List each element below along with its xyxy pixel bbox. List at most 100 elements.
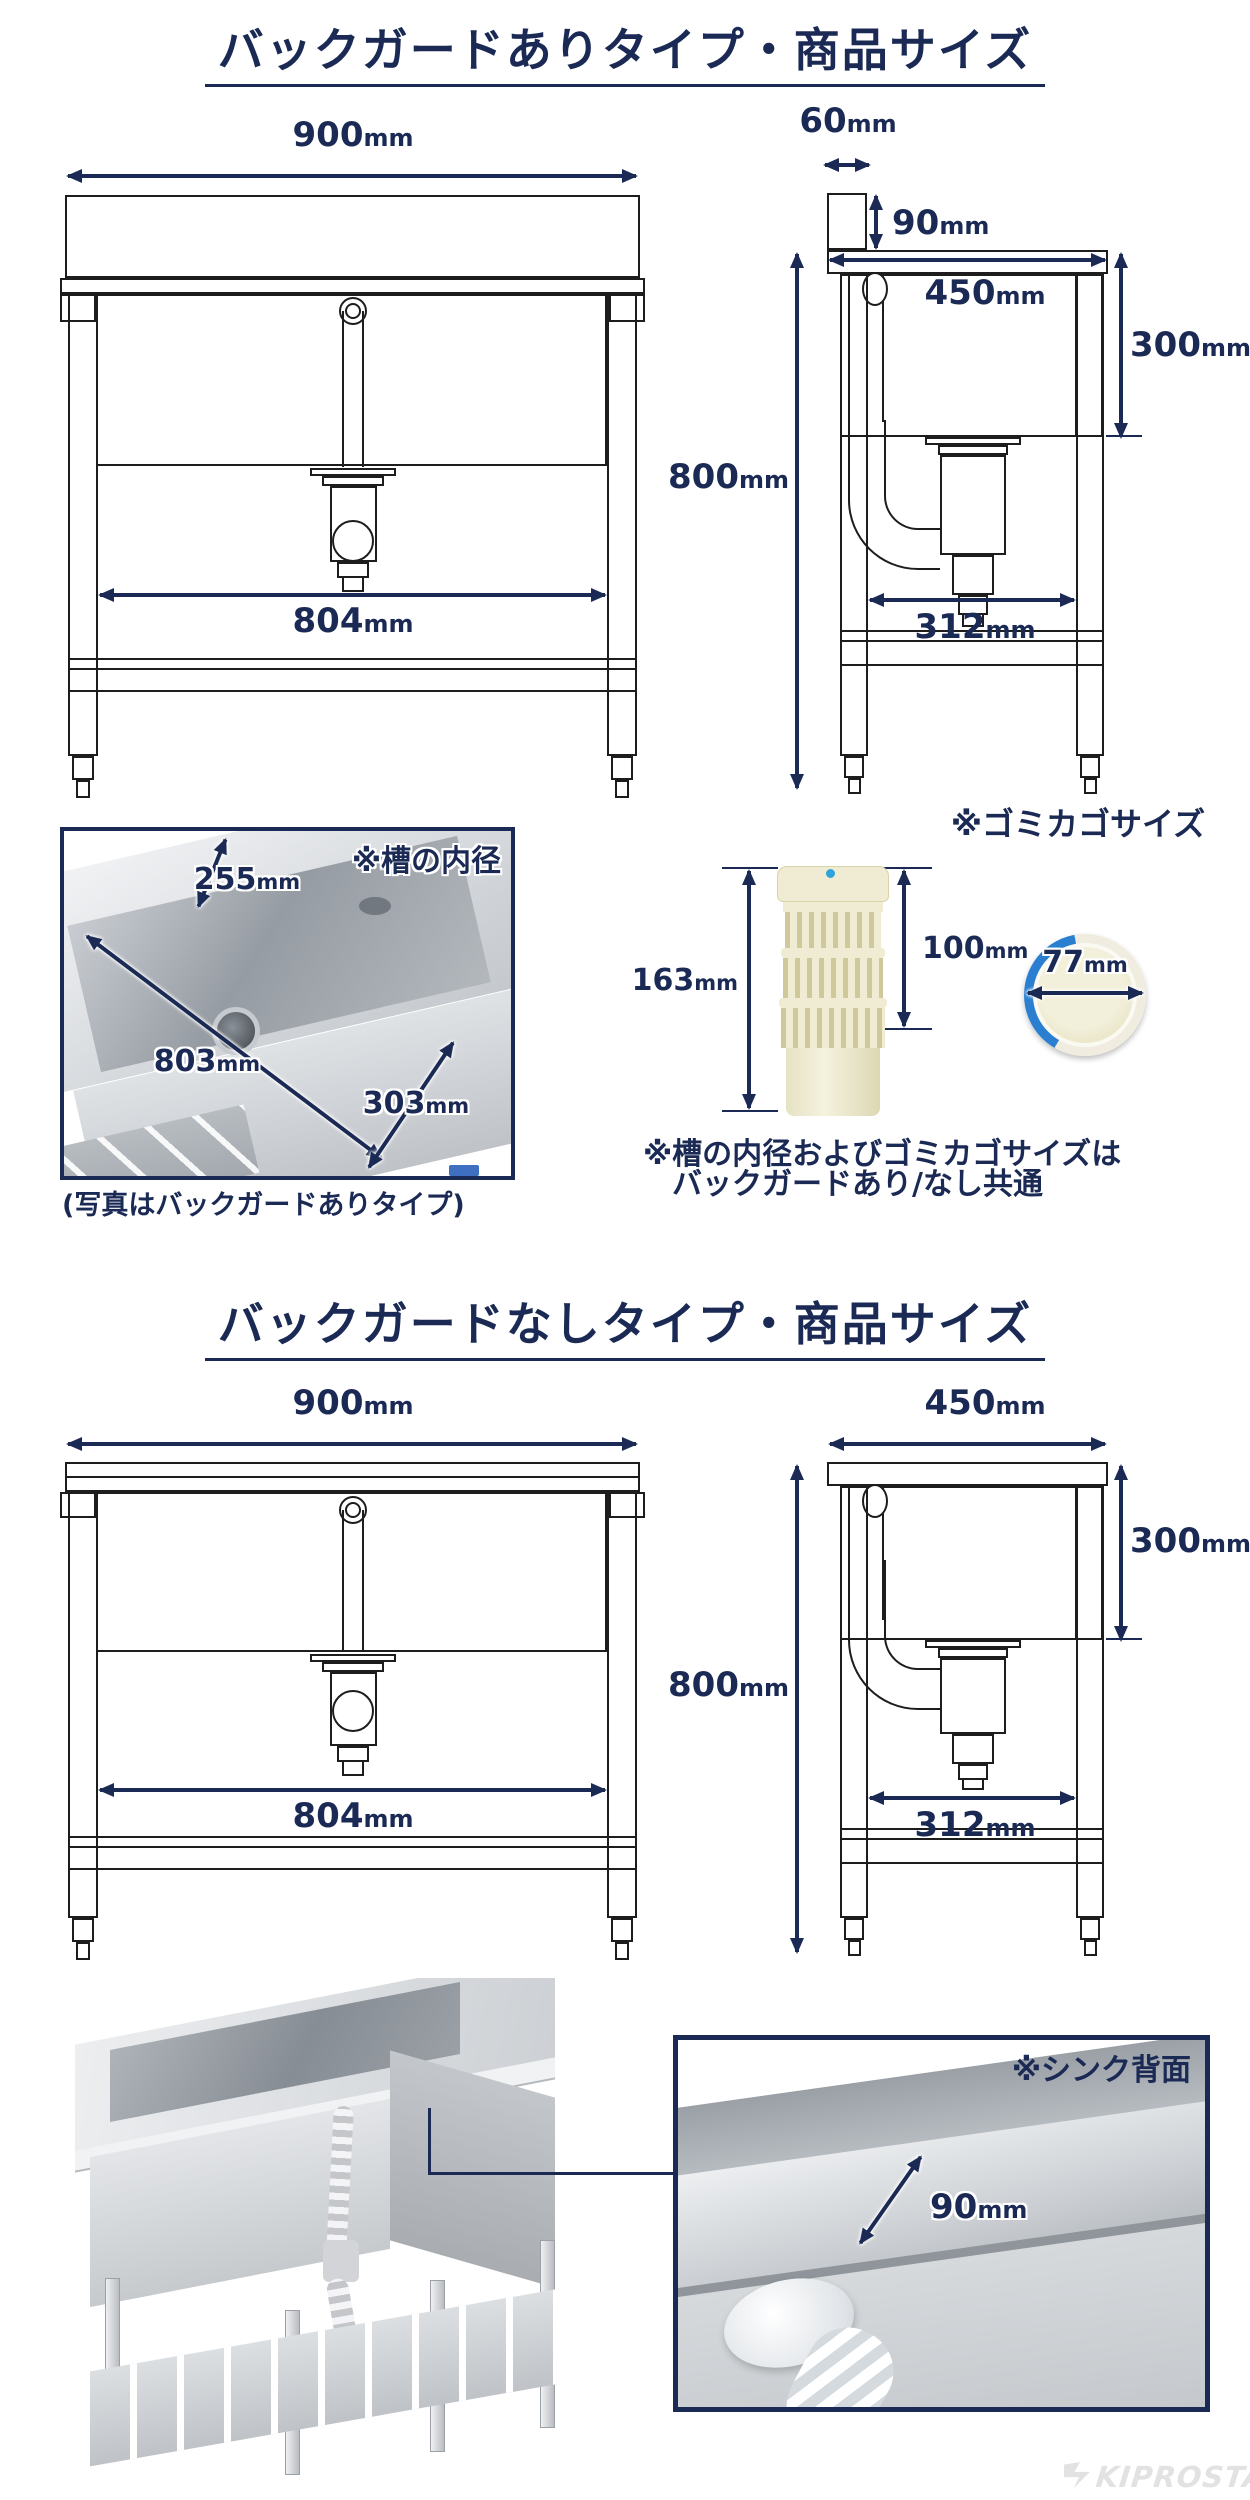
strainer-neck	[783, 902, 883, 912]
dim-front2-width: 900mm	[292, 1383, 414, 1423]
dim-side1-depth: 450mm	[924, 273, 1046, 313]
front2-left-foot	[72, 1918, 94, 1942]
basket-note-line2: バックガードあり/なし共通	[672, 1167, 1043, 1202]
front2-left-leg	[68, 1492, 98, 1918]
render-side-panel	[390, 2050, 555, 2288]
dim-side1-bowl-depth: 300mm	[1130, 325, 1250, 365]
dim-side2-depth: 450mm	[924, 1383, 1046, 1423]
side1-height-arrow	[790, 252, 804, 790]
strainer-slot-band-2	[783, 958, 883, 998]
side1-bowl-depth-tick	[1106, 435, 1142, 437]
sink-interior-photo: ※槽の内径 255mm 803mm 303mm	[60, 827, 515, 1180]
side1-front-foot	[844, 756, 864, 778]
side2-drain-flange	[925, 1640, 1021, 1648]
side2-front-foot	[844, 1918, 864, 1940]
dim-side1-legspan: 312mm	[914, 607, 1036, 647]
front1-backguard	[65, 195, 640, 278]
side2-front-foot-tip	[848, 1940, 861, 1956]
side1-trap-body	[940, 455, 1006, 555]
dim-front1-inner: 804mm	[292, 601, 414, 641]
side2-depth-arrow	[828, 1437, 1107, 1451]
render-trap	[323, 2240, 359, 2282]
side2-outlet-tip	[962, 1778, 984, 1790]
side2-front-leg	[840, 1486, 868, 1918]
front1-faucet-hole-inner	[345, 303, 361, 319]
front2-brace-line	[70, 1846, 635, 1848]
side1-back-foot-tip	[1084, 778, 1097, 794]
side2-brace-line	[842, 1838, 1102, 1840]
kiprostar-logo-icon	[1064, 2462, 1090, 2488]
side1-trap-lower	[952, 555, 994, 595]
front2-drain-flange	[310, 1654, 396, 1662]
side1-brace	[840, 630, 1104, 666]
front1-top-rim	[60, 278, 645, 294]
front1-left-foot-tip	[76, 780, 90, 798]
front2-tabletop-line	[67, 1476, 638, 1478]
front2-right-foot	[611, 1918, 633, 1942]
dim-front2-inner: 804mm	[292, 1796, 414, 1836]
section1-title-underline	[205, 84, 1045, 87]
side1-brace-line	[842, 640, 1102, 642]
side1-drain-collar	[938, 445, 1008, 455]
basket-tick-mid-right	[878, 1028, 932, 1030]
side1-legspan-arrow	[868, 593, 1076, 607]
basket-note-line1: ※槽の内径およびゴミカゴサイズは	[643, 1137, 1122, 1172]
side1-overflow-curve-inner	[884, 420, 940, 530]
front2-drain-collar	[322, 1662, 384, 1672]
side1-back-leg	[1076, 274, 1104, 756]
front1-drain-flange	[310, 468, 396, 476]
side2-bowl-depth-arrow	[1114, 1464, 1128, 1642]
side2-trap-body	[940, 1658, 1006, 1734]
strainer-blue-dot	[826, 869, 835, 878]
dim-side1-height: 800mm	[668, 457, 789, 497]
dim-side1-bg-height: 90mm	[892, 203, 990, 243]
front1-right-leg	[607, 294, 637, 756]
section1-title: バックガードありタイプ・商品サイズ	[217, 23, 1033, 77]
section2-title-underline	[205, 1358, 1045, 1361]
basket-tick-top-left	[722, 867, 778, 869]
front2-brace	[68, 1836, 637, 1870]
side2-trap-lower	[952, 1734, 994, 1764]
side2-tabletop	[827, 1462, 1108, 1486]
dim-photo2-back: 90mm	[930, 2187, 1028, 2227]
front1-left-foot	[72, 756, 94, 780]
strainer-slot-band-1	[785, 912, 881, 948]
photo1-brand-sticker	[449, 1165, 479, 1176]
front2-right-foot-tip	[615, 1942, 629, 1960]
front1-outlet-tip	[342, 576, 364, 592]
front2-left-foot-tip	[76, 1942, 90, 1960]
side1-front-foot-tip	[848, 778, 861, 794]
basket-dia-arrow	[1026, 986, 1144, 1000]
dim-basket-upper: 100mm	[922, 931, 1029, 966]
side2-back-foot-tip	[1084, 1940, 1097, 1956]
dim-basket-height: 163mm	[631, 963, 738, 998]
callout-line-horizontal	[428, 2172, 676, 2175]
dim-side1-bg-depth: 60mm	[799, 101, 897, 141]
strainer-ring-1	[781, 948, 885, 958]
side1-outlet-tip	[962, 613, 984, 627]
front1-right-foot	[611, 756, 633, 780]
side1-bg-depth-arrow	[823, 158, 871, 172]
basket-tick-bottom-left	[722, 1110, 778, 1112]
front2-trap-circle	[332, 1690, 374, 1732]
dim-side2-legspan: 312mm	[914, 1805, 1036, 1845]
side1-bowl-depth-arrow	[1114, 252, 1128, 439]
front1-brace-line	[70, 668, 635, 670]
basket-height-arrow	[742, 869, 756, 1110]
dim-photo1-width: 255mm	[193, 862, 301, 897]
front1-left-leg	[68, 294, 98, 756]
front2-width-arrow	[66, 1437, 638, 1451]
front1-inner-arrow	[98, 588, 607, 602]
render-under-shelf	[90, 2288, 560, 2467]
front1-brace	[68, 658, 637, 692]
side1-back-foot	[1080, 756, 1100, 778]
front2-right-leg	[607, 1492, 637, 1918]
side2-drain-collar	[938, 1648, 1008, 1658]
photo1-label: ※槽の内径	[351, 844, 501, 879]
side2-bowl-depth-tick	[1106, 1638, 1142, 1640]
dim-side2-height: 800mm	[668, 1665, 789, 1705]
dim-basket-dia: 77mm	[1042, 945, 1128, 980]
side2-back-leg	[1076, 1486, 1104, 1918]
photo2-label: ※シンク背面	[1011, 2053, 1191, 2088]
side2-legspan-arrow	[868, 1791, 1076, 1805]
